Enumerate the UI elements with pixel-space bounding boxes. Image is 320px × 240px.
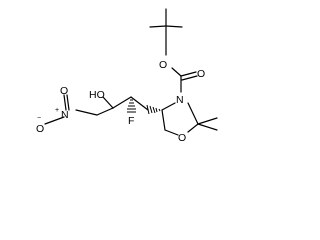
gem-methyl-lower-bond — [197, 123, 218, 131]
ring-c2-to-n-bond — [187, 102, 199, 125]
carbonyl-oxygen-label: O — [197, 68, 205, 80]
hydroxyl-label: HO — [89, 89, 105, 101]
tert-butyl-group — [149, 8, 183, 56]
ring-n-to-c4-bond — [161, 102, 176, 111]
choh-to-oh-bond — [102, 96, 114, 109]
choh-to-ch2no2-bond — [96, 107, 114, 116]
nitro-oxygen-top-label: O — [60, 85, 68, 97]
ring-c4-to-c5-bond — [161, 109, 166, 131]
ring-c5-to-o-bond — [164, 129, 179, 136]
tbu-methyl-left-bond — [149, 25, 167, 28]
ch2-to-nitro-n-bond — [75, 109, 98, 116]
side-chain — [75, 96, 149, 116]
nitro-minus-charge: − — [37, 115, 41, 122]
nitro-n-o-double-bond-b — [66, 94, 70, 111]
nitro-nitrogen-label: N — [61, 109, 69, 121]
chemical-structure: O O N O HO F N + O O − — [36, 8, 218, 144]
tbu-methyl-right-bond — [165, 25, 183, 28]
nitro-n-o-single-bond — [44, 116, 65, 125]
hashed-wedge-c4 — [146, 104, 161, 115]
nitro-oxygen-left-label: O — [36, 123, 44, 135]
boc-carbamate — [171, 67, 198, 93]
ch2-to-chf-bond — [130, 96, 149, 111]
nitro-group — [44, 94, 70, 125]
ester-oxygen-label: O — [159, 59, 167, 71]
ester-o-to-carbonyl-bond — [171, 67, 182, 77]
hashed-wedge-fluorine — [127, 99, 136, 113]
fluorine-label: F — [128, 115, 134, 127]
carbonyl-double-bond-a — [180, 71, 197, 77]
oxazolidine-ring — [161, 102, 218, 136]
gem-methyl-upper-bond — [197, 117, 218, 125]
nitro-n-o-double-bond-a — [63, 94, 67, 111]
ring-nitrogen-label: N — [176, 94, 184, 106]
nitro-plus-charge: + — [55, 107, 59, 114]
ring-oxygen-label: O — [178, 132, 186, 144]
chf-to-choh-bond — [112, 96, 132, 109]
ring-o-to-c2-bond — [187, 123, 199, 133]
carbonyl-double-bond-b — [181, 75, 198, 81]
